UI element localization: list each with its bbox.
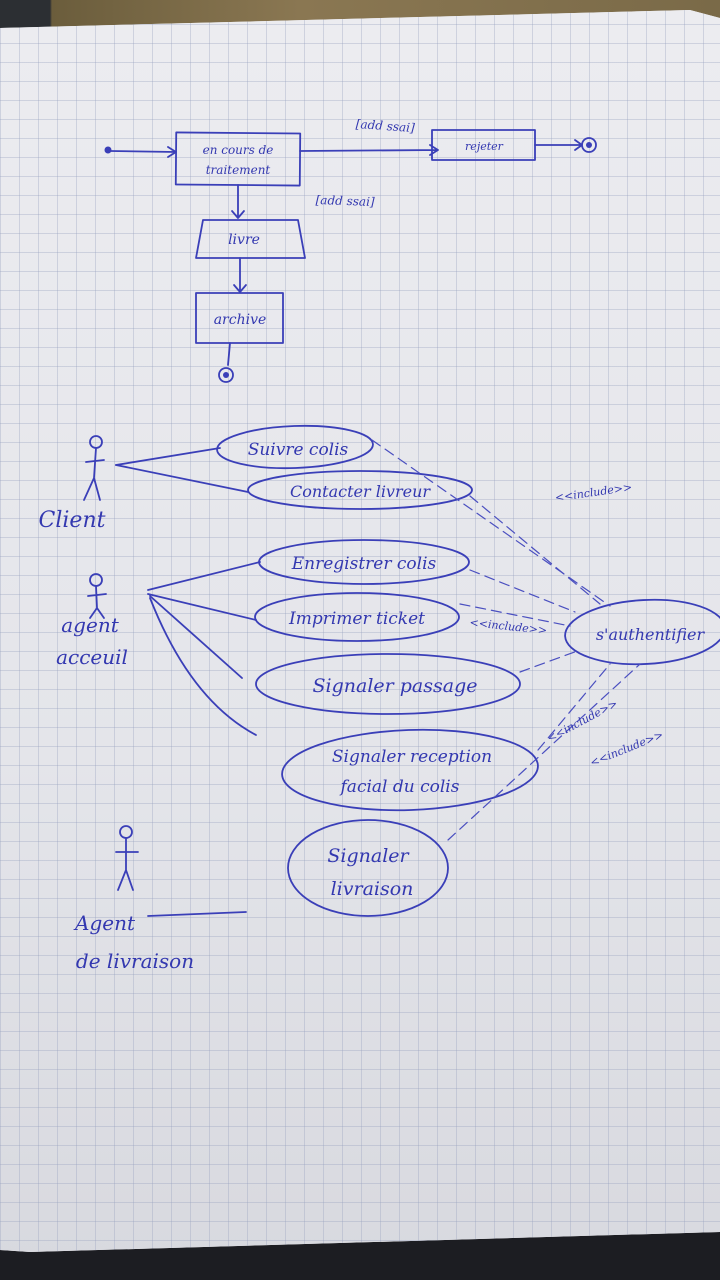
final-node-rejete-outer: [581, 137, 597, 153]
assoc-agent-signaler-reception: [149, 597, 257, 736]
actor-agent-livraison-line1: Agent: [73, 911, 136, 935]
use-case-diagram: Client agent acceuil Agent de livraison …: [39, 424, 720, 973]
actor-agent-accueil-figure: [87, 573, 107, 619]
stereotype-include-3: <<include>>: [545, 697, 620, 745]
flow-archive-to-final: [227, 342, 231, 366]
usecase-contacter-livreur-label: Contacter livreur: [290, 482, 431, 501]
usecase-signaler-passage: [255, 653, 521, 715]
state-livre-label: livre: [228, 232, 260, 248]
usecase-suivre-colis-label: Suivre colis: [248, 440, 349, 460]
actor-agent-livraison-figure: [115, 825, 139, 891]
usecase-enregistrer-colis: [258, 539, 470, 585]
include-livraison-to-auth: [447, 663, 641, 841]
usecase-contacter-livreur: [247, 470, 473, 510]
flow-rejete-to-final: [534, 139, 583, 151]
state-livre: [195, 219, 306, 259]
usecase-enregistrer-colis-label: Enregistrer colis: [291, 554, 437, 574]
include-enregistrer-to-auth: [469, 569, 576, 613]
usecase-imprimer-ticket-label: Imprimer ticket: [288, 609, 425, 629]
usecase-signaler-reception: [281, 728, 539, 812]
guard-non-livre: [add ssai]: [355, 117, 415, 135]
assoc-agent-signaler-passage: [149, 595, 243, 679]
stereotype-include-1: <<include>>: [554, 481, 633, 505]
actor-agent-accueil-line2: acceuil: [56, 645, 128, 669]
activity-diagram: en cours de traitement [add ssai] rejete…: [104, 117, 597, 383]
state-en-cours-line1: en cours de: [203, 143, 274, 157]
actor-agent-livraison-line2: de livraison: [76, 949, 194, 973]
state-en-cours: [174, 131, 302, 187]
include-reception-to-auth: [537, 663, 611, 751]
include-suivre-to-auth: [371, 439, 611, 607]
usecase-signaler-livraison-line1: Signaler: [327, 845, 410, 867]
stereotype-include-4: <<include>>: [588, 728, 665, 769]
state-en-cours-line2: traitement: [206, 163, 271, 177]
state-archive-label: archive: [214, 312, 267, 328]
usecase-imprimer-ticket: [254, 592, 460, 642]
include-imprimer-to-auth: [459, 603, 571, 627]
usecase-signaler-livraison: [287, 819, 449, 917]
flow-en-cours-to-rejete: [299, 144, 439, 156]
actor-agent-accueil-line1: agent: [61, 613, 119, 637]
include-contacter-to-auth: [469, 495, 601, 605]
flow-initial-to-en-cours: [109, 146, 177, 158]
assoc-client-suivre-colis: [115, 447, 221, 466]
stereotype-include-2: <<include>>: [469, 616, 548, 637]
usecase-signaler-livraison-line2: livraison: [331, 878, 414, 900]
assoc-agent-imprimer-ticket: [147, 593, 257, 621]
assoc-agent-enregistrer-colis: [147, 561, 261, 591]
flow-en-cours-to-livre: [231, 184, 245, 219]
assoc-client-contacter-livreur: [115, 464, 249, 493]
usecase-signaler-reception-line2: facial du colis: [339, 777, 460, 797]
assoc-livreur-signaler-livraison: [147, 911, 247, 917]
final-node-archive-outer: [218, 367, 234, 383]
usecase-suivre-colis: [216, 424, 374, 470]
final-node-archive-inner: [223, 372, 229, 378]
include-passage-to-auth: [519, 649, 581, 673]
usecase-authentifier: [564, 598, 720, 666]
guard-livre: [add ssai]: [315, 193, 375, 209]
actor-client-label: Client: [39, 508, 106, 533]
state-rejete-label: rejeter: [465, 140, 504, 153]
state-archive: [195, 292, 284, 344]
usecase-signaler-passage-label: Signaler passage: [313, 675, 478, 697]
flow-livre-to-archive: [233, 257, 247, 293]
actor-client-figure: [83, 435, 105, 501]
final-node-rejete-inner: [586, 142, 592, 148]
usecase-signaler-reception-line1: Signaler reception: [332, 747, 492, 767]
graph-paper-sheet: [0, 10, 720, 1252]
initial-node: [104, 146, 112, 154]
usecase-authentifier-label: s'authentifier: [596, 625, 706, 644]
